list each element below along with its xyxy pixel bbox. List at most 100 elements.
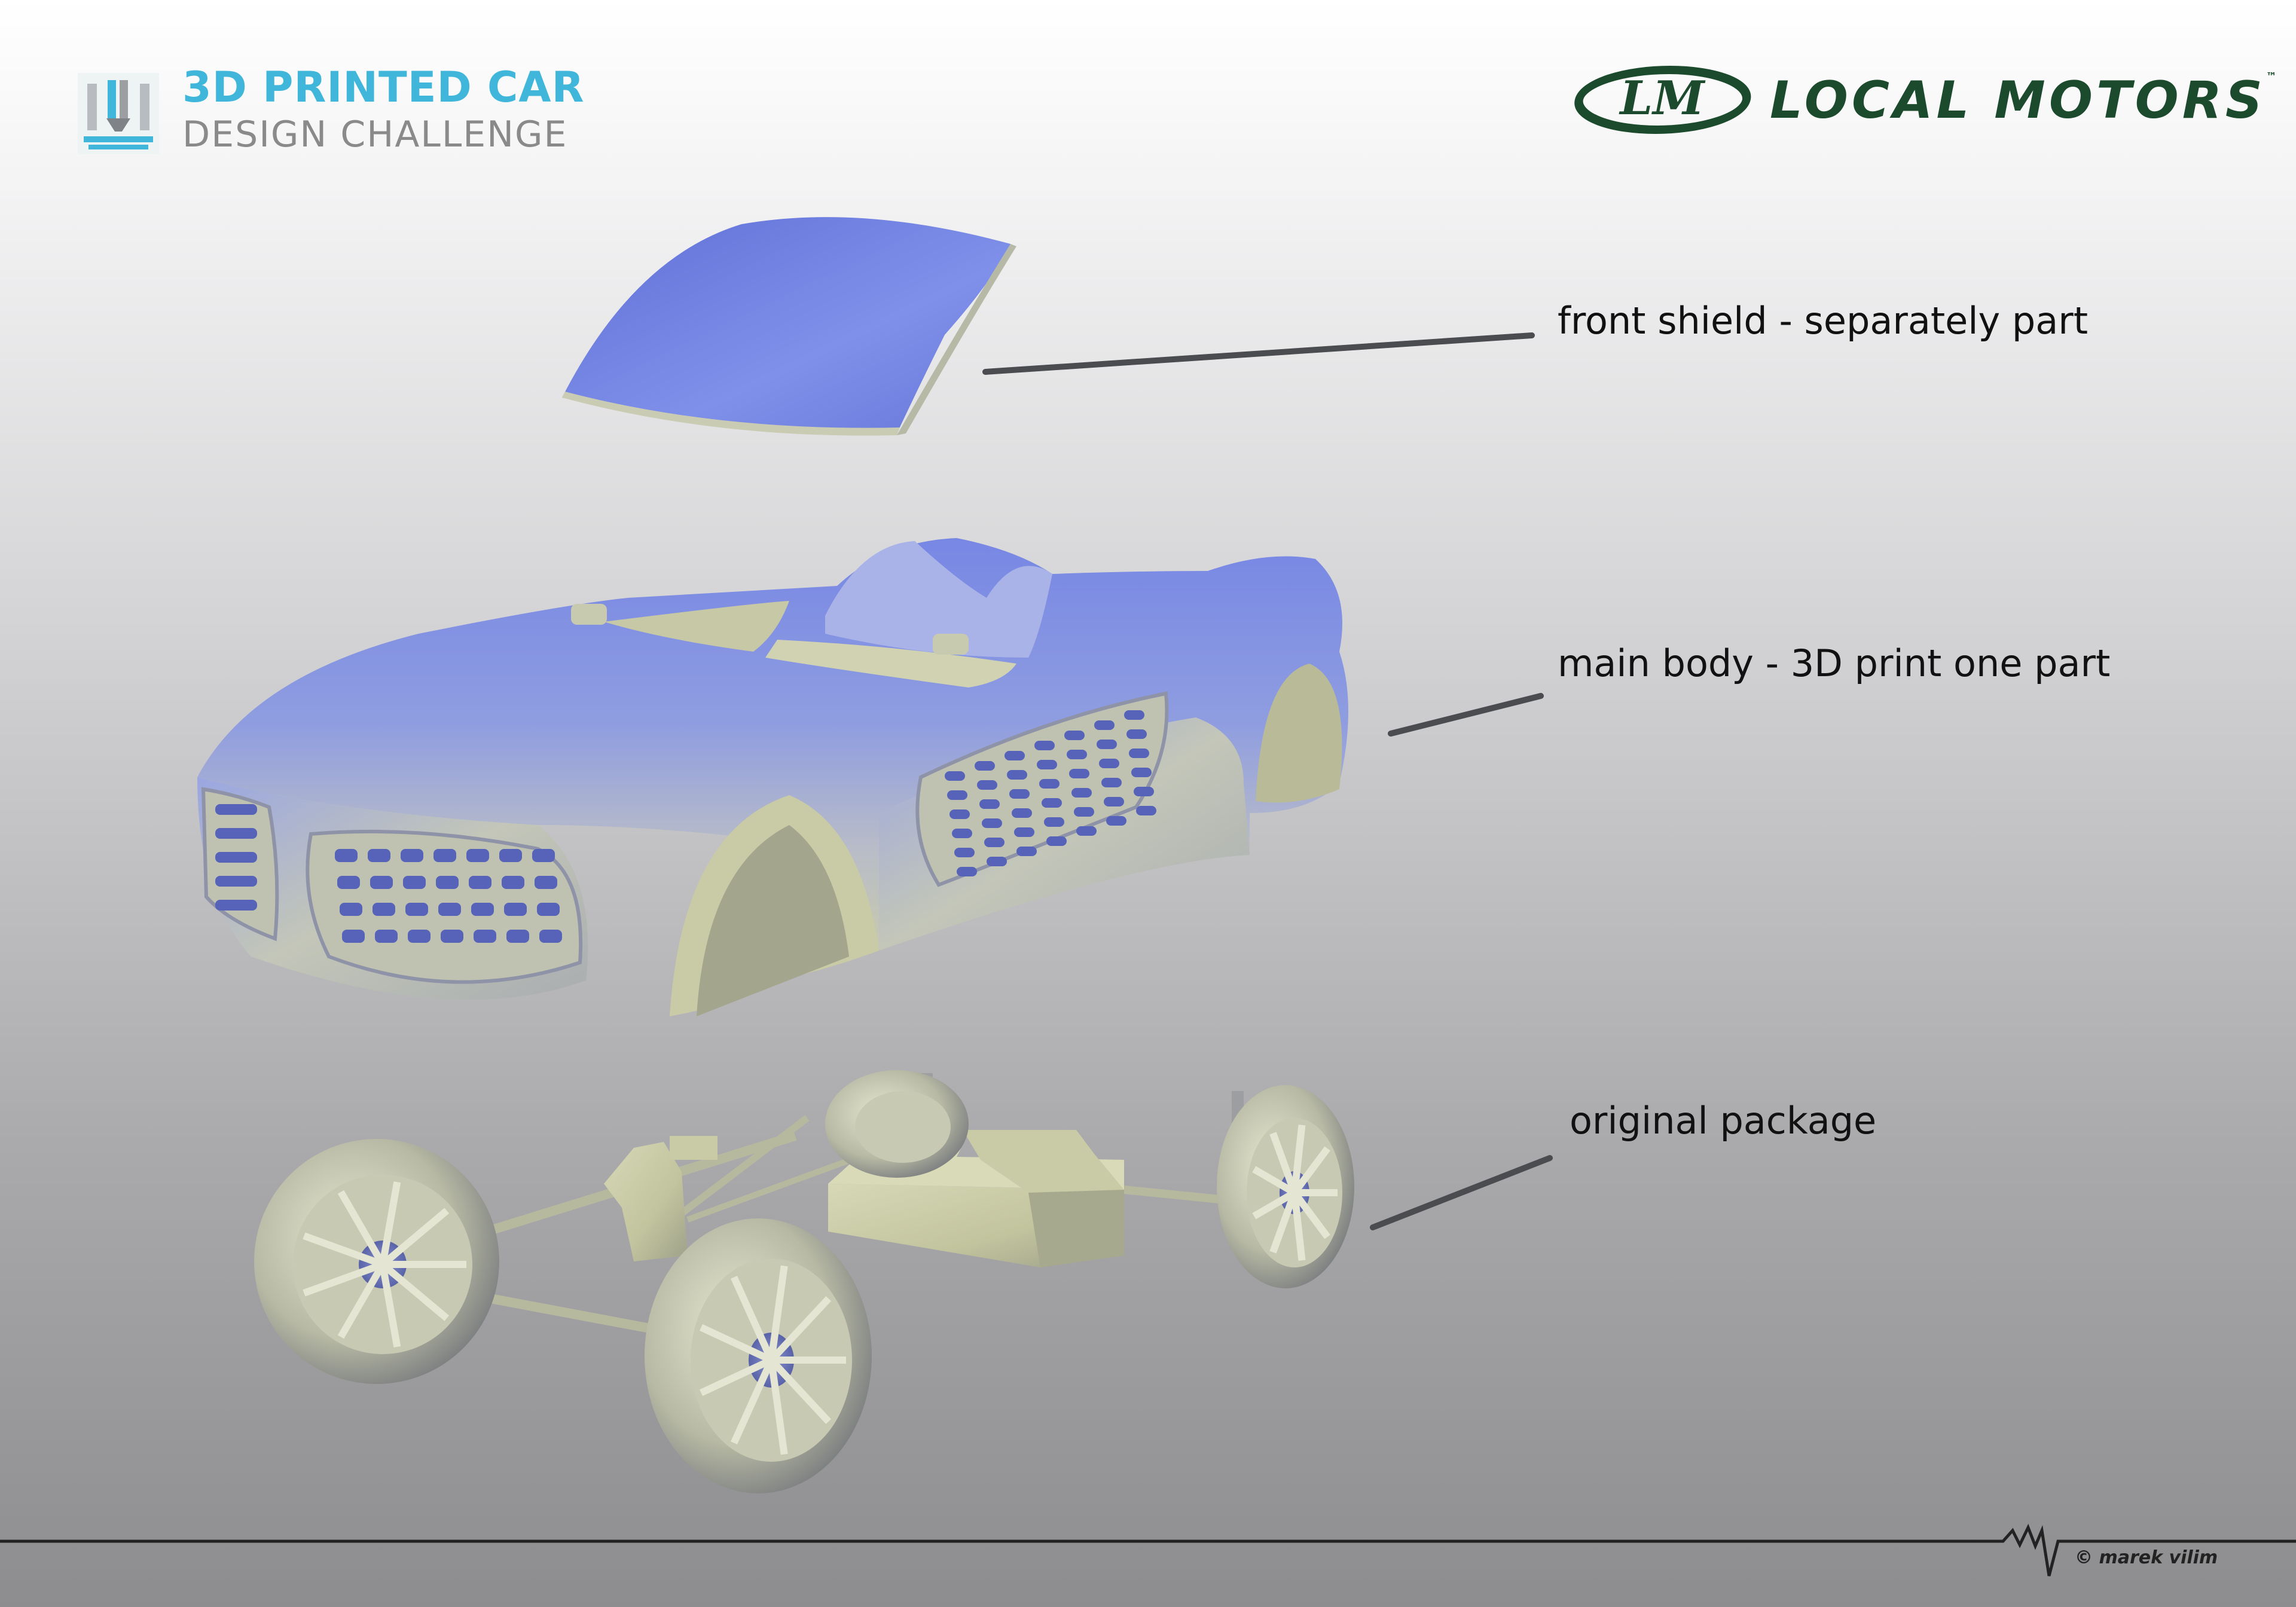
wheel-spoke bbox=[1269, 1191, 1298, 1254]
grille-slot bbox=[474, 930, 496, 943]
grille-slot bbox=[1104, 797, 1124, 806]
grille-slot bbox=[436, 876, 459, 889]
wheel-spoke bbox=[768, 1357, 832, 1424]
leader-main-body bbox=[1388, 693, 1544, 737]
grille-slot bbox=[215, 900, 257, 911]
grille-slot bbox=[215, 804, 257, 815]
grille-slot bbox=[987, 857, 1007, 866]
grille-slot bbox=[1012, 808, 1032, 818]
grille-slot bbox=[375, 930, 398, 943]
grille-slot bbox=[1034, 741, 1055, 750]
grille-slot bbox=[438, 903, 461, 916]
grille-slot bbox=[1074, 807, 1094, 817]
main-body bbox=[197, 538, 1348, 1016]
wheel-spoke bbox=[768, 1359, 788, 1455]
grille-slot bbox=[441, 930, 463, 943]
author-credit: © marek vilim bbox=[2075, 1547, 2218, 1568]
wheel-spoke bbox=[1292, 1146, 1330, 1195]
grille-slot bbox=[373, 903, 395, 916]
grille-slot bbox=[1039, 779, 1060, 789]
wheel-spoke bbox=[700, 1357, 773, 1397]
grille-slot bbox=[1097, 740, 1117, 749]
callout-main-body: main body - 3D print one part bbox=[1558, 641, 2111, 685]
original-package bbox=[254, 1070, 1354, 1493]
grille-slot bbox=[337, 876, 360, 889]
wheel-spoke bbox=[1291, 1192, 1306, 1261]
wheel-spoke bbox=[1269, 1132, 1298, 1194]
grille-slot bbox=[340, 903, 362, 916]
grille-slot bbox=[1064, 731, 1085, 740]
grille-slot bbox=[1009, 789, 1030, 799]
grille-slot bbox=[1099, 759, 1119, 768]
grille-slot bbox=[975, 761, 995, 771]
grille-slot bbox=[1129, 748, 1149, 758]
grille-slot bbox=[433, 849, 456, 862]
grille-slot bbox=[1106, 816, 1126, 826]
challenge-title: 3D PRINTED CAR bbox=[182, 63, 585, 112]
signature-line bbox=[0, 1523, 2296, 1577]
grille-slot bbox=[215, 852, 257, 863]
wheel-spoke bbox=[337, 1263, 386, 1339]
grille-slot bbox=[979, 799, 1000, 809]
grille-slot bbox=[532, 849, 555, 862]
wheel-spoke bbox=[379, 1263, 401, 1348]
brand-name-text: LOCAL MOTORS bbox=[1770, 71, 2266, 130]
grille-slot bbox=[405, 903, 428, 916]
grille-slot bbox=[1126, 729, 1147, 739]
wheel-spoke bbox=[768, 1265, 788, 1361]
grille-slot bbox=[1094, 720, 1115, 730]
brand-name: LOCAL MOTORS™ bbox=[1770, 71, 2277, 130]
wheel-spoke bbox=[1292, 1190, 1330, 1239]
wheel-spoke bbox=[1252, 1189, 1297, 1220]
grille-slot bbox=[537, 903, 560, 916]
brand-monogram: LM bbox=[1619, 71, 1706, 126]
lm-oval-logo: LM bbox=[1574, 66, 1751, 134]
callout-front-shield: front shield - separately part bbox=[1558, 299, 2089, 343]
grille-slot bbox=[954, 848, 975, 857]
wheel-spoke bbox=[379, 1181, 401, 1266]
wheel-spoke bbox=[731, 1275, 775, 1362]
grille-slot bbox=[539, 930, 562, 943]
wheel-spoke bbox=[1291, 1125, 1306, 1193]
grille-slot bbox=[408, 930, 430, 943]
grille-slot bbox=[215, 876, 257, 887]
grille-slot bbox=[947, 790, 967, 800]
grille-slot bbox=[1069, 769, 1089, 778]
printer-nozzle-icon bbox=[78, 73, 159, 154]
grille-slot bbox=[1007, 770, 1027, 780]
trademark: ™ bbox=[2266, 71, 2277, 83]
grille-slot bbox=[370, 876, 393, 889]
challenge-subtitle: DESIGN CHALLENGE bbox=[182, 114, 568, 155]
grille-slot bbox=[1136, 806, 1156, 815]
grille-slot bbox=[977, 780, 997, 790]
grille-slot bbox=[502, 876, 524, 889]
grille-slot bbox=[471, 903, 494, 916]
front-shield bbox=[562, 217, 1016, 436]
grille-slot bbox=[506, 930, 529, 943]
grille-slot bbox=[1046, 836, 1067, 846]
wheel-spoke bbox=[303, 1232, 384, 1268]
grille-slot bbox=[335, 849, 358, 862]
grille-slot bbox=[982, 818, 1002, 828]
wheel-spoke bbox=[1252, 1166, 1297, 1196]
grille-slot bbox=[1076, 826, 1097, 836]
wheel-spoke bbox=[380, 1208, 450, 1267]
grille-slot bbox=[1101, 778, 1122, 787]
grille-slot bbox=[1004, 751, 1025, 760]
wheel-spoke bbox=[303, 1261, 384, 1297]
grille-slot bbox=[1014, 827, 1034, 837]
grille-slot bbox=[1042, 798, 1062, 808]
grille-slot bbox=[1067, 750, 1087, 759]
grille-slot bbox=[1016, 847, 1037, 856]
wheel-spoke bbox=[731, 1358, 775, 1445]
wheel-rear-left bbox=[825, 1070, 969, 1178]
grille-slots bbox=[215, 710, 1156, 943]
grille-slot bbox=[1124, 710, 1144, 720]
grille-slot bbox=[952, 829, 972, 838]
grille-slot bbox=[1131, 768, 1152, 777]
grille-slot bbox=[945, 771, 965, 781]
grille-slot bbox=[949, 809, 970, 819]
wheel-spoke bbox=[380, 1261, 450, 1321]
